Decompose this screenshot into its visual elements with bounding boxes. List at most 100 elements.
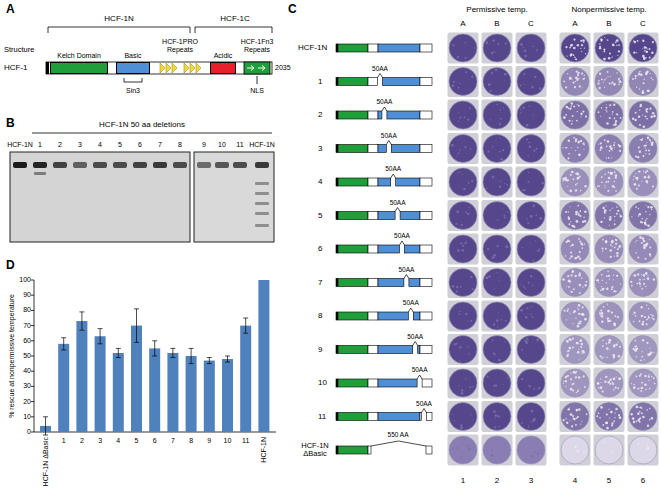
plaque	[523, 84, 524, 85]
plaque	[497, 326, 498, 327]
plate-well	[560, 33, 591, 64]
plaque	[613, 274, 614, 275]
plaque	[615, 343, 618, 346]
plaque	[579, 292, 581, 294]
plaque	[487, 248, 489, 250]
plaque	[575, 184, 577, 186]
construct-segment	[368, 413, 378, 421]
plaque	[565, 255, 567, 257]
plaque	[492, 204, 493, 205]
plaque	[580, 113, 582, 115]
plaque	[633, 311, 634, 312]
plaque	[652, 315, 654, 317]
plaque	[640, 105, 642, 107]
plaque	[573, 288, 575, 290]
plaque	[581, 353, 582, 354]
plaque	[582, 306, 584, 308]
tick	[31, 371, 34, 372]
row-label: HCF-1N	[298, 44, 327, 53]
plaque	[576, 120, 578, 122]
plaque	[491, 450, 493, 452]
construct-segment	[338, 346, 368, 354]
plaque	[635, 315, 637, 317]
plaque	[536, 49, 538, 51]
plaque	[637, 256, 639, 258]
plaque	[500, 138, 501, 139]
plate	[561, 269, 589, 297]
plaque	[645, 50, 646, 51]
row-label: HCF-1N ΔBasic	[298, 442, 332, 459]
plaque	[651, 143, 653, 145]
plaque	[565, 386, 566, 387]
plaque	[618, 44, 620, 46]
plaque	[524, 49, 527, 52]
plaque	[522, 189, 524, 191]
plaque	[579, 85, 581, 87]
deletion-size: 50AA	[407, 333, 423, 340]
plaque	[528, 172, 530, 174]
deletion-size: 550 AA	[388, 431, 409, 438]
plaque	[615, 120, 617, 122]
plaque	[632, 118, 634, 120]
plaque	[642, 40, 644, 42]
band	[255, 212, 269, 215]
plaque	[597, 83, 599, 85]
plaque	[646, 243, 648, 245]
lane-label: 9	[202, 141, 206, 149]
error-bar	[152, 341, 157, 356]
plaque	[641, 356, 643, 358]
plaque	[570, 274, 572, 276]
bar	[222, 359, 233, 432]
plaque	[607, 381, 610, 384]
plaque	[616, 376, 617, 377]
plaque	[488, 83, 491, 86]
plaque	[530, 215, 533, 218]
construct-segment	[378, 245, 400, 253]
plaque	[567, 275, 569, 277]
plaque	[583, 351, 585, 353]
plaque	[494, 51, 496, 53]
plaque	[617, 55, 618, 56]
plaque	[565, 380, 567, 382]
plaque	[577, 177, 579, 179]
plaque	[618, 414, 620, 416]
plaque	[603, 58, 606, 61]
plate	[595, 235, 623, 263]
plaque	[646, 305, 648, 307]
deletion-caret	[382, 107, 387, 111]
plaque	[640, 221, 642, 223]
plaque	[577, 74, 579, 76]
plaque	[603, 82, 604, 83]
plaque	[643, 283, 645, 285]
plaque	[562, 177, 565, 180]
plaque	[635, 177, 638, 180]
bar	[240, 326, 251, 432]
plaque	[601, 312, 604, 315]
plaque	[469, 386, 471, 388]
plaque	[497, 415, 499, 417]
plaque	[563, 116, 566, 119]
construct-segment	[409, 279, 420, 287]
plate-well	[516, 167, 547, 198]
plaque	[580, 140, 582, 142]
plaque	[528, 145, 531, 148]
plaque	[565, 418, 566, 419]
plate-well	[482, 435, 513, 466]
tick	[31, 386, 34, 387]
plaque	[639, 283, 641, 285]
plaque	[493, 254, 496, 257]
plaque	[613, 144, 615, 146]
plaque	[490, 119, 491, 120]
plaque	[648, 374, 649, 375]
row-label: 5	[318, 211, 322, 220]
plaque	[648, 380, 649, 381]
plaque	[494, 441, 495, 442]
plaque	[575, 81, 576, 82]
plaque	[579, 155, 580, 156]
plaque	[653, 318, 655, 320]
plaque	[606, 427, 609, 430]
plate	[629, 369, 657, 397]
plaque	[613, 323, 615, 325]
bar	[167, 353, 178, 432]
plaque	[610, 216, 612, 218]
